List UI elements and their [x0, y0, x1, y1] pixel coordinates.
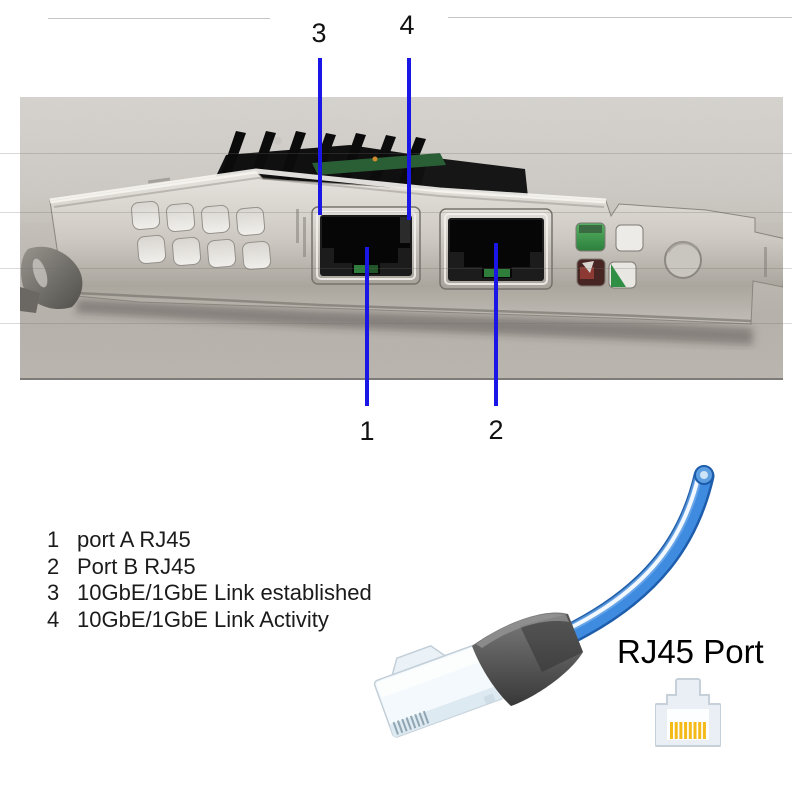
gridline [0, 323, 792, 324]
top-hairline-right [448, 17, 792, 18]
callout-label-1: 1 [359, 416, 375, 446]
gridline [0, 212, 792, 213]
callout-line-2 [494, 243, 498, 406]
legend-item-text: 10GbE/1GbE Link established [77, 580, 372, 605]
callout-label-3: 3 [311, 18, 327, 48]
jack-inner [667, 709, 709, 740]
legend-item-text: Port B RJ45 [77, 553, 196, 579]
legend-item-text: 10GbE/1GbE Link Activity [77, 606, 329, 632]
nic-photo [20, 97, 783, 380]
legend: 1 port A RJ45 2 Port B RJ45 3 10GbE/1GbE… [47, 527, 372, 633]
led-windows [575, 222, 644, 289]
cable-boot [472, 612, 583, 706]
top-hairline-left [48, 18, 270, 19]
rj45-jack-icon [654, 678, 722, 753]
pcb-edge [312, 153, 446, 175]
ethernet-cable-icon [370, 458, 774, 775]
bracket-hook [20, 246, 83, 313]
vent-holes [130, 200, 272, 270]
legend-item: 4 10GbE/1GbE Link Activity [47, 607, 372, 634]
jack-pins [670, 722, 706, 739]
callout-line-4 [407, 58, 411, 220]
legend-item: 3 10GbE/1GbE Link established [47, 580, 372, 607]
callout-line-3 [318, 58, 322, 215]
cable [555, 465, 715, 647]
callout-line-1 [365, 247, 369, 406]
legend-item-text: port A RJ45 [77, 527, 191, 552]
legend-item-number: 2 [47, 553, 60, 579]
gridline [0, 153, 792, 154]
gridline [0, 268, 792, 269]
legend-item: 2 Port B RJ45 [47, 554, 372, 581]
legend-item-number: 3 [47, 580, 60, 605]
rj45-plug [373, 641, 505, 738]
legend-item-number: 1 [47, 527, 60, 552]
callout-label-4: 4 [399, 10, 415, 40]
callout-label-2: 2 [488, 415, 504, 445]
port-a-activity-led-window [400, 217, 410, 243]
legend-item-number: 4 [47, 606, 60, 632]
nic-card-illustration [20, 97, 783, 378]
rj45-port-caption: RJ45 Port [617, 633, 764, 670]
engraved-marks [147, 177, 767, 277]
rj45-port-a [311, 206, 421, 285]
plug-pins [392, 710, 430, 735]
bracket-shadow [76, 299, 753, 345]
legend-item: 1 port A RJ45 [47, 527, 372, 554]
